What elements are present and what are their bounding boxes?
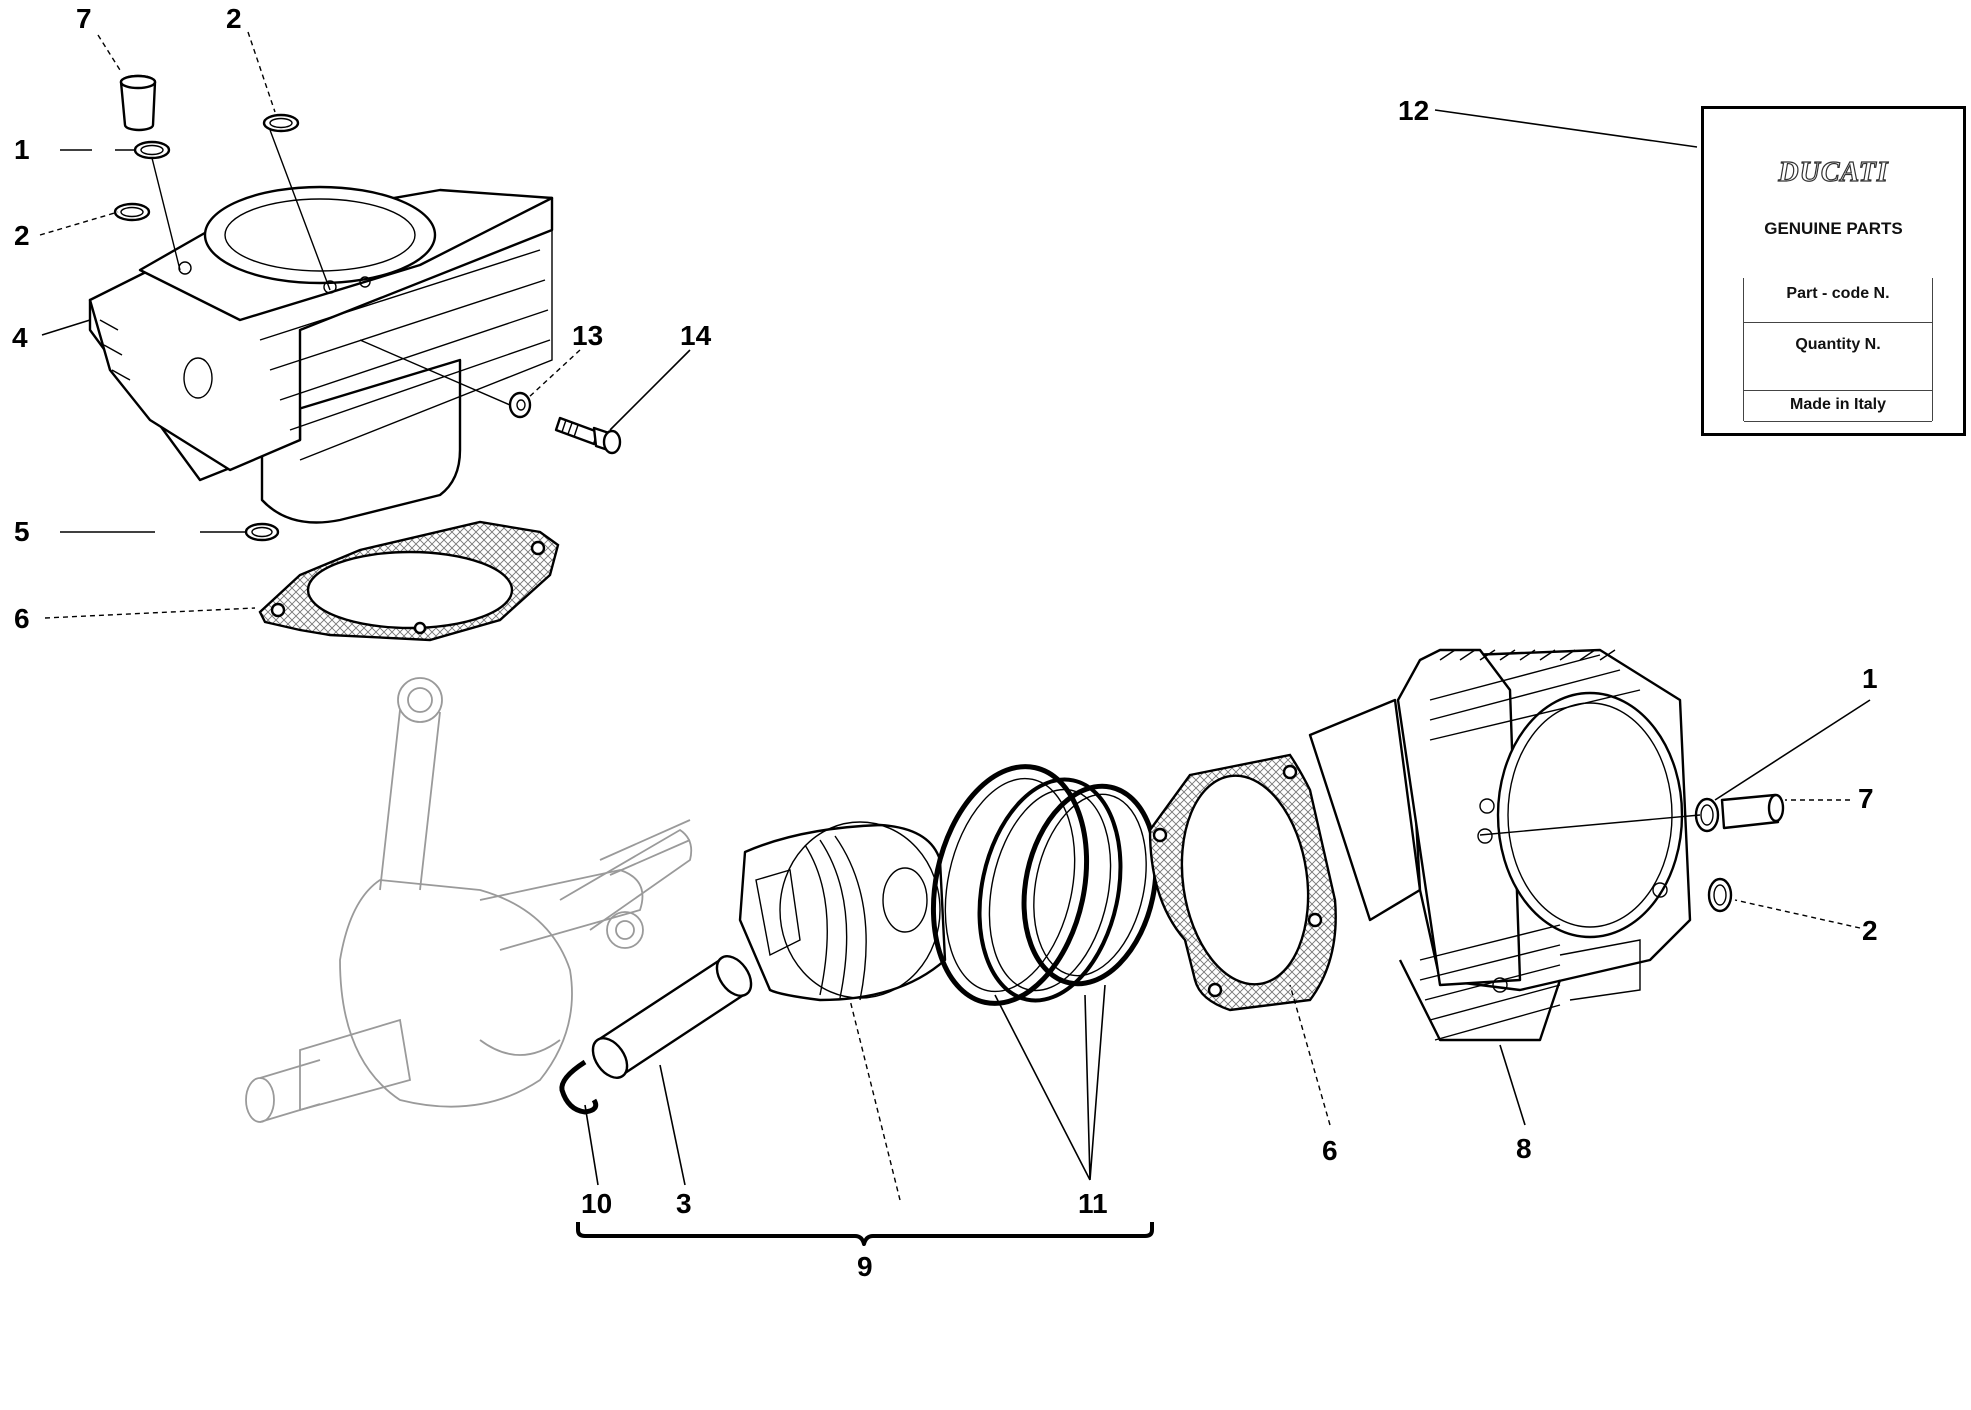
- base-gasket-left: [258, 520, 560, 642]
- callout-2-right: 2: [1862, 915, 1878, 946]
- o-ring-right-2: [1707, 877, 1733, 913]
- part-code-field: Part - code N.: [1744, 278, 1932, 323]
- callout-6-right: 6: [1322, 1135, 1338, 1166]
- callout-8: 8: [1516, 1133, 1532, 1164]
- callout-3: 3: [676, 1188, 692, 1219]
- callout-2-left: 2: [14, 220, 30, 251]
- piston-rings-11: [930, 764, 1159, 1006]
- genuine-parts-label: DUCATI GENUINE PARTS Part - code N. Quan…: [1701, 106, 1966, 436]
- dowel-pin-top: [119, 74, 157, 132]
- crankshaft-ghost: [245, 677, 693, 1123]
- o-ring-5: [244, 522, 280, 542]
- callout-4: 4: [12, 322, 28, 353]
- piston-pin-3: [591, 955, 753, 1079]
- quantity-field: Quantity N.: [1744, 322, 1932, 391]
- leader-lines: [39, 31, 1871, 1246]
- callout-1-right: 1: [1862, 663, 1878, 694]
- callout-7-right: 7: [1858, 783, 1874, 814]
- o-ring-top-center: [262, 113, 300, 133]
- cylinder-upper: [88, 185, 554, 524]
- cylinder-lower: [1308, 648, 1692, 1042]
- genuine-parts-title: GENUINE PARTS: [1764, 219, 1903, 238]
- base-gasket-right: [1148, 753, 1337, 1012]
- made-in-field: Made in Italy: [1744, 390, 1932, 422]
- snap-ring-10: [559, 1059, 599, 1115]
- label-fields: Part - code N. Quantity N. Made in Italy: [1743, 278, 1933, 422]
- o-ring-left: [113, 202, 151, 222]
- callout-6-left: 6: [14, 603, 30, 634]
- piston-9: [738, 821, 947, 1002]
- callout-9: 9: [857, 1251, 873, 1282]
- callout-11: 11: [1078, 1188, 1108, 1219]
- brand-logo: DUCATI: [1778, 156, 1889, 188]
- callout-13: 13: [572, 320, 603, 351]
- callout-7-top: 7: [76, 3, 92, 34]
- washer-13: [508, 391, 532, 419]
- callout-10: 10: [581, 1188, 612, 1219]
- callout-1-left: 1: [14, 134, 30, 165]
- callout-14: 14: [680, 320, 712, 351]
- o-ring-top-left: [133, 140, 171, 160]
- callout-2-top: 2: [226, 3, 242, 34]
- callout-5: 5: [14, 516, 30, 547]
- callout-12: 12: [1398, 95, 1429, 126]
- dowel-pin-right: [1720, 793, 1785, 830]
- screw-14: [554, 416, 622, 455]
